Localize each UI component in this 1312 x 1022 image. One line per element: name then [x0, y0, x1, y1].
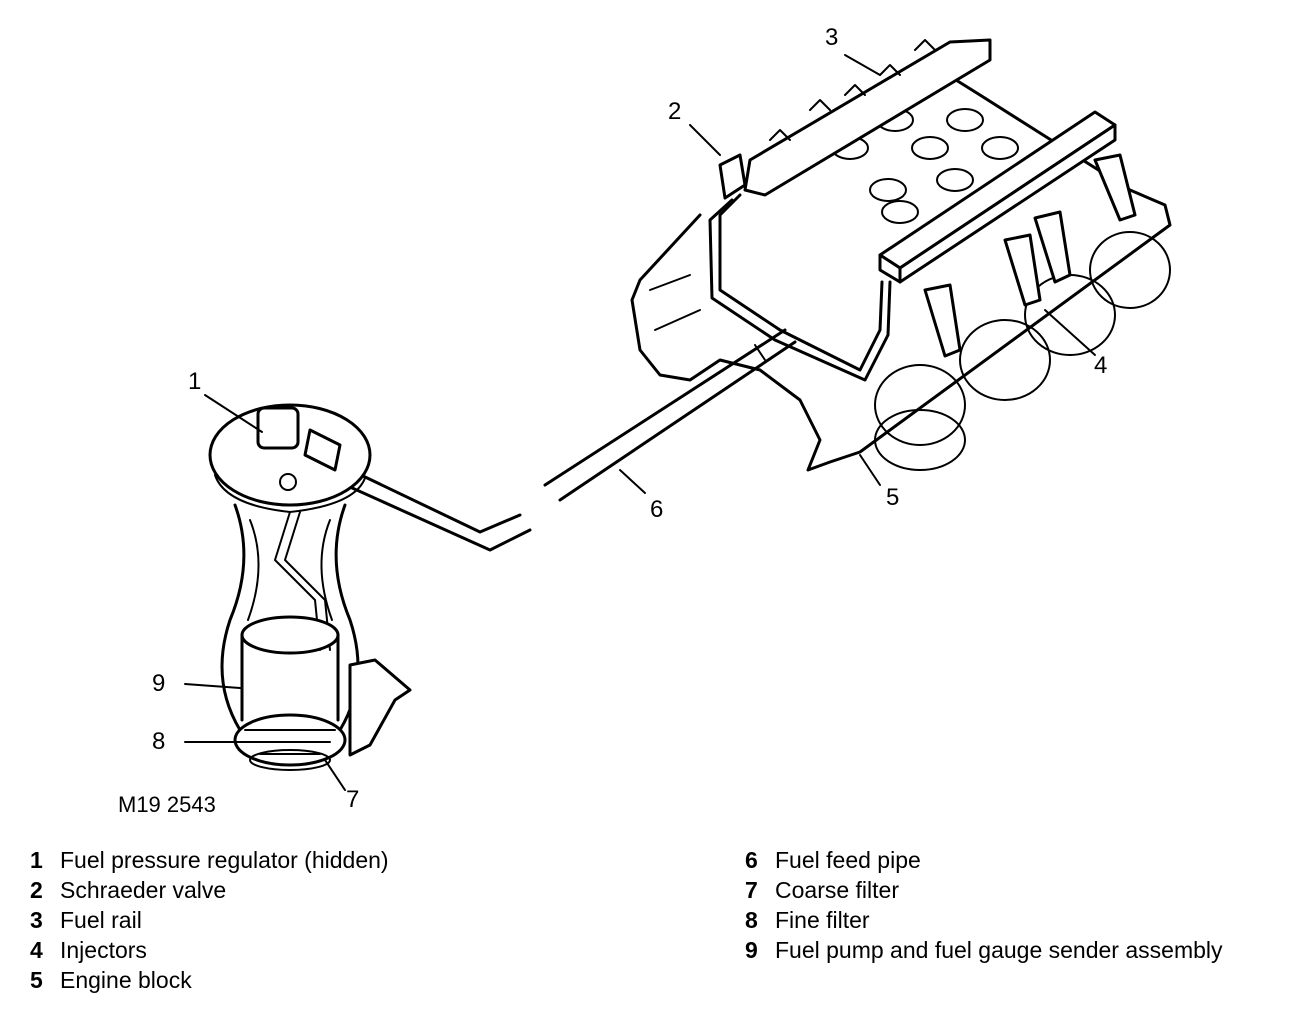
legend-number: 4 [30, 937, 43, 963]
legend-item: 1 Fuel pressure regulator (hidden) [30, 845, 389, 875]
fuel-pump-assembly-drawing [208, 403, 412, 771]
legend-item: 9 Fuel pump and fuel gauge sender assembl… [745, 935, 1223, 965]
legend-left: 1 Fuel pressure regulator (hidden) 2 Schra… [30, 845, 389, 995]
legend-number: 3 [30, 907, 43, 933]
return-pipe-drawing [708, 193, 892, 382]
legend-item: 5 Engine block [30, 965, 389, 995]
legend-text: Fuel rail [60, 907, 142, 933]
callout-8: 8 [152, 728, 166, 755]
leader-lines [184, 54, 1096, 791]
legend-text: Fuel pressure regulator (hidden) [60, 847, 389, 873]
figure-reference: M19 2543 [118, 792, 216, 817]
callout-2: 2 [668, 98, 682, 125]
legend-text: Engine block [60, 967, 192, 993]
callout-3: 3 [825, 24, 839, 51]
legend-text: Schraeder valve [60, 877, 227, 903]
callout-9: 9 [152, 670, 166, 697]
legend-text: Fuel feed pipe [775, 847, 921, 873]
legend-item: 3 Fuel rail [30, 905, 389, 935]
legend-text: Injectors [60, 937, 147, 963]
legend-number: 9 [745, 937, 758, 963]
fuel-rail-far-drawing [718, 38, 992, 200]
legend-item: 4 Injectors [30, 935, 389, 965]
fuel-rail-drawing [878, 110, 1137, 358]
legend-number: 1 [30, 847, 43, 873]
legend-item: 2 Schraeder valve [30, 875, 389, 905]
legend-item: 6 Fuel feed pipe [745, 845, 1223, 875]
legend-number: 8 [745, 907, 758, 933]
legend-number: 7 [745, 877, 758, 903]
legend-text: Fuel pump and fuel gauge sender assembly [775, 937, 1223, 963]
fuel-feed-pipe-drawing [328, 328, 797, 552]
callout-7: 7 [346, 786, 360, 813]
legend-number: 5 [30, 967, 43, 993]
legend-item: 7 Coarse filter [745, 875, 1223, 905]
legend-right: 6 Fuel feed pipe 7 Coarse filter 8 Fine fil… [745, 845, 1223, 965]
legend-item: 8 Fine filter [745, 905, 1223, 935]
fuel-system-diagram [184, 38, 1172, 791]
callout-4: 4 [1094, 352, 1108, 379]
legend-number: 2 [30, 877, 43, 903]
legend-text: Coarse filter [775, 877, 899, 903]
callout-1: 1 [188, 368, 202, 395]
legend-number: 6 [745, 847, 758, 873]
callout-5: 5 [886, 484, 900, 511]
callout-6: 6 [650, 496, 664, 523]
legend-text: Fine filter [775, 907, 870, 933]
